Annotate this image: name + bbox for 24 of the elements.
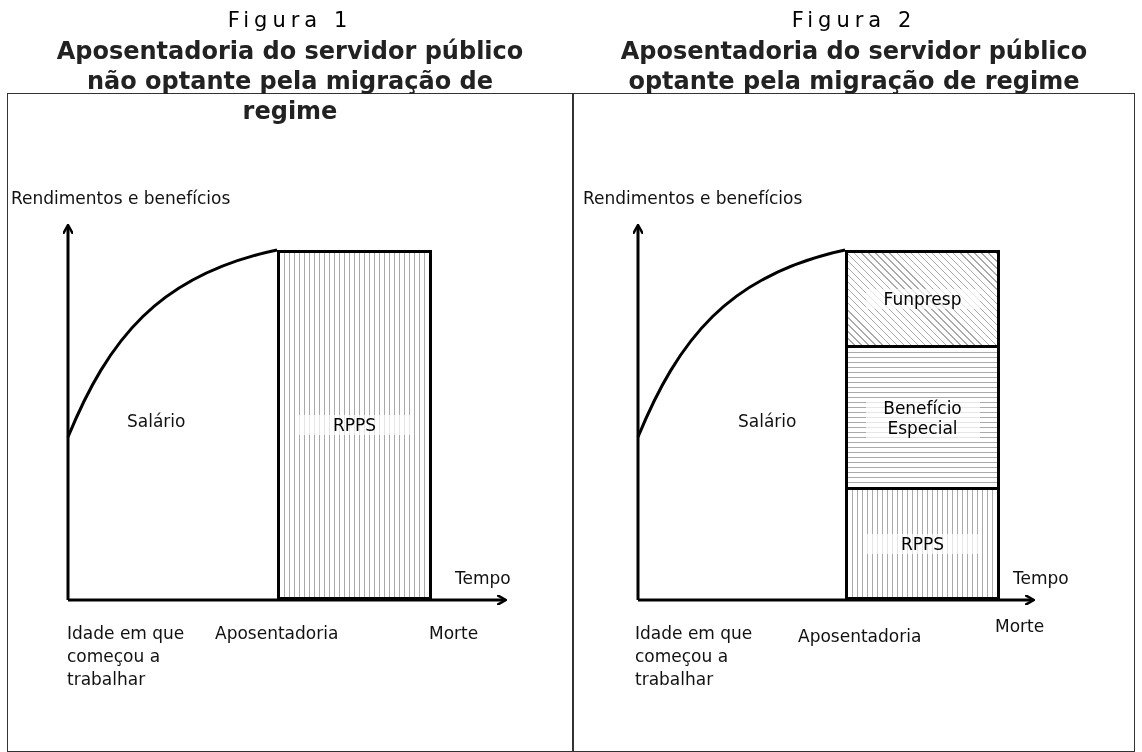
figure-number: Figura 1 (226, 8, 354, 32)
axis-label: Tempo (1013, 567, 1070, 590)
figure-title: Aposentadoria do servidor público não optante pela migração de regime (55, 36, 525, 126)
axis-label: Aposentadoria (215, 622, 340, 645)
axis-label: Rendimentos e benefícios (583, 187, 804, 210)
axis-label: Morte (995, 615, 1046, 638)
axis-label: Aposentadoria (798, 625, 923, 648)
hatched-area (845, 345, 1000, 490)
area-label: RPPS (297, 415, 412, 435)
axis-label: Morte (429, 622, 480, 645)
area-label: RPPS (865, 533, 980, 554)
hatched-area (845, 487, 1000, 600)
area-label: Funpresp (865, 289, 980, 309)
area-label: Benefício Especial (865, 397, 980, 438)
figure-number: Figura 2 (790, 8, 918, 32)
axis-label: Rendimentos e benefícios (11, 187, 232, 210)
hatched-area (845, 250, 1000, 348)
area-label: Salário (127, 410, 187, 433)
axis-label: Idade em que começou a trabalhar (67, 622, 186, 691)
axis-label: Idade em que começou a trabalhar (635, 622, 754, 691)
area-label: Salário (738, 410, 798, 433)
hatched-area (277, 250, 432, 600)
axis-label: Tempo (455, 567, 512, 590)
figure-title: Aposentadoria do servidor público optante pela migração de regime (619, 36, 1089, 96)
